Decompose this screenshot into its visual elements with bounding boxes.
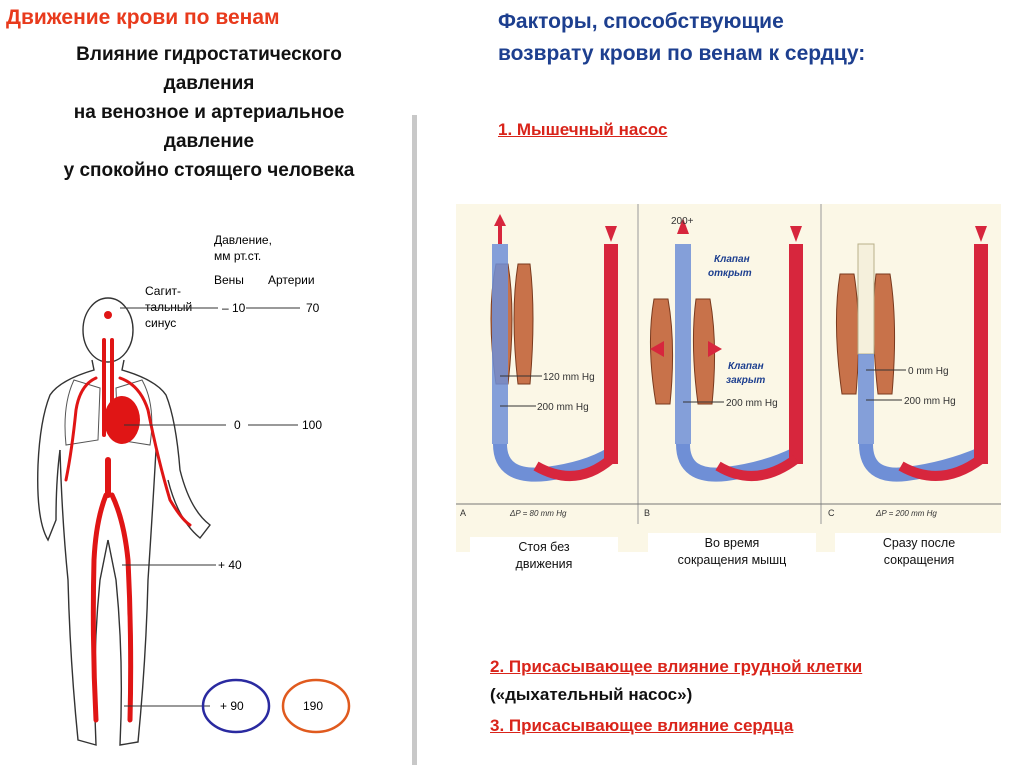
panel-b-letter: B bbox=[644, 508, 650, 518]
vein-value-foot: + 90 bbox=[220, 699, 244, 713]
factor-2: 2. Присасывающее влияние грудной клетки … bbox=[490, 653, 862, 709]
caption-b-line: Во время bbox=[704, 536, 760, 550]
valve-open-1: Клапан bbox=[714, 254, 750, 265]
right-title-line: возврату крови по венам к сердцу: bbox=[498, 42, 866, 65]
column-arteries: Артерии bbox=[268, 273, 315, 287]
artery-value-heart: 100 bbox=[302, 418, 322, 432]
subtitle-line: у спокойно стоящего человека bbox=[63, 160, 355, 181]
caption-c: Сразу после сокращения bbox=[835, 533, 1003, 571]
panel-b: 200+ Клапан открыт Клапан закрыт 200 mm … bbox=[644, 216, 803, 518]
left-title: Движение крови по венам bbox=[6, 6, 280, 29]
right-title: Факторы, способствующие возврату крови п… bbox=[498, 6, 865, 70]
vessels bbox=[64, 338, 192, 723]
muscle-pump-diagram: 120 mm Hg 200 mm Hg A ΔP = 80 mm Hg 200+… bbox=[456, 204, 1001, 524]
column-veins: Вены bbox=[214, 273, 244, 287]
subtitle-line: Влияние гидростатического bbox=[76, 44, 342, 65]
muscle-pump-panel bbox=[456, 204, 1001, 552]
right-title-line: Факторы, способствующие bbox=[498, 10, 784, 33]
panel-c: 0 mm Hg 200 mm Hg C ΔP = 200 mm Hg bbox=[828, 226, 988, 518]
panel-b-lower: 200 mm Hg bbox=[726, 398, 778, 409]
vein-circle bbox=[201, 678, 271, 734]
vein-value-heart: 0 bbox=[234, 418, 241, 432]
factor-1: 1. Мышечный насос bbox=[498, 120, 668, 139]
panel-c-letter: C bbox=[828, 508, 835, 518]
subtitle-line: давление bbox=[163, 131, 255, 152]
leader-lines bbox=[120, 307, 300, 707]
panel-a-letter: A bbox=[460, 508, 466, 518]
heart bbox=[104, 396, 140, 444]
artery-value-head: 70 bbox=[306, 301, 320, 315]
vein-value-knee: + 40 bbox=[218, 558, 242, 572]
panel-a-delta: ΔP = 80 mm Hg bbox=[509, 509, 567, 518]
pressure-header-2: мм рт.ст. bbox=[214, 249, 261, 263]
caption-c-line: Сразу после bbox=[882, 536, 956, 550]
pressure-header-1: Давление, bbox=[214, 233, 272, 247]
valve-closed-2: закрыт bbox=[726, 375, 765, 386]
factor-2-line: («дыхательный насос») bbox=[490, 685, 693, 704]
caption-a-line: движения bbox=[515, 557, 573, 571]
factor-2-line: 2. Присасывающее влияние грудной клетки bbox=[490, 657, 863, 676]
head-sinus bbox=[104, 311, 112, 319]
valve-open-2: открыт bbox=[708, 268, 752, 279]
vein-value-head: – 10 bbox=[222, 301, 246, 315]
panel-a-upper: 120 mm Hg bbox=[543, 372, 595, 383]
body-pressure-diagram: Давление, мм рт.ст. Вены Артерии Сагит- … bbox=[37, 233, 351, 746]
lung-left bbox=[64, 379, 101, 446]
sinus-label-2: тальный bbox=[145, 300, 192, 314]
valve-closed-1: Клапан bbox=[728, 361, 764, 372]
caption-b-line: сокращения мышц bbox=[677, 553, 787, 567]
sinus-label-3: синус bbox=[145, 316, 176, 330]
vertical-divider bbox=[412, 115, 417, 765]
sinus-label-1: Сагит- bbox=[145, 284, 181, 298]
subtitle-line: на венозное и артериальное bbox=[73, 102, 345, 123]
caption-a: Стоя без движения bbox=[470, 537, 618, 575]
panel-a: 120 mm Hg 200 mm Hg A ΔP = 80 mm Hg bbox=[460, 214, 618, 518]
factor-3: 3. Присасывающее влияние сердца bbox=[490, 716, 794, 735]
panel-c-lower: 200 mm Hg bbox=[904, 396, 956, 407]
artery-circle bbox=[281, 678, 351, 734]
caption-c-line: сокращения bbox=[883, 553, 955, 567]
panel-b-top: 200+ bbox=[671, 216, 694, 227]
caption-a-line: Стоя без bbox=[518, 540, 570, 554]
panel-a-lower: 200 mm Hg bbox=[537, 402, 589, 413]
subtitle-line: давления bbox=[163, 73, 255, 94]
panel-c-delta: ΔP = 200 mm Hg bbox=[875, 509, 937, 518]
caption-b: Во время сокращения мышц bbox=[648, 533, 816, 571]
artery-value-foot: 190 bbox=[303, 699, 323, 713]
left-subtitle: Влияние гидростатического давления на ве… bbox=[0, 40, 418, 185]
panel-c-upper: 0 mm Hg bbox=[908, 366, 949, 377]
